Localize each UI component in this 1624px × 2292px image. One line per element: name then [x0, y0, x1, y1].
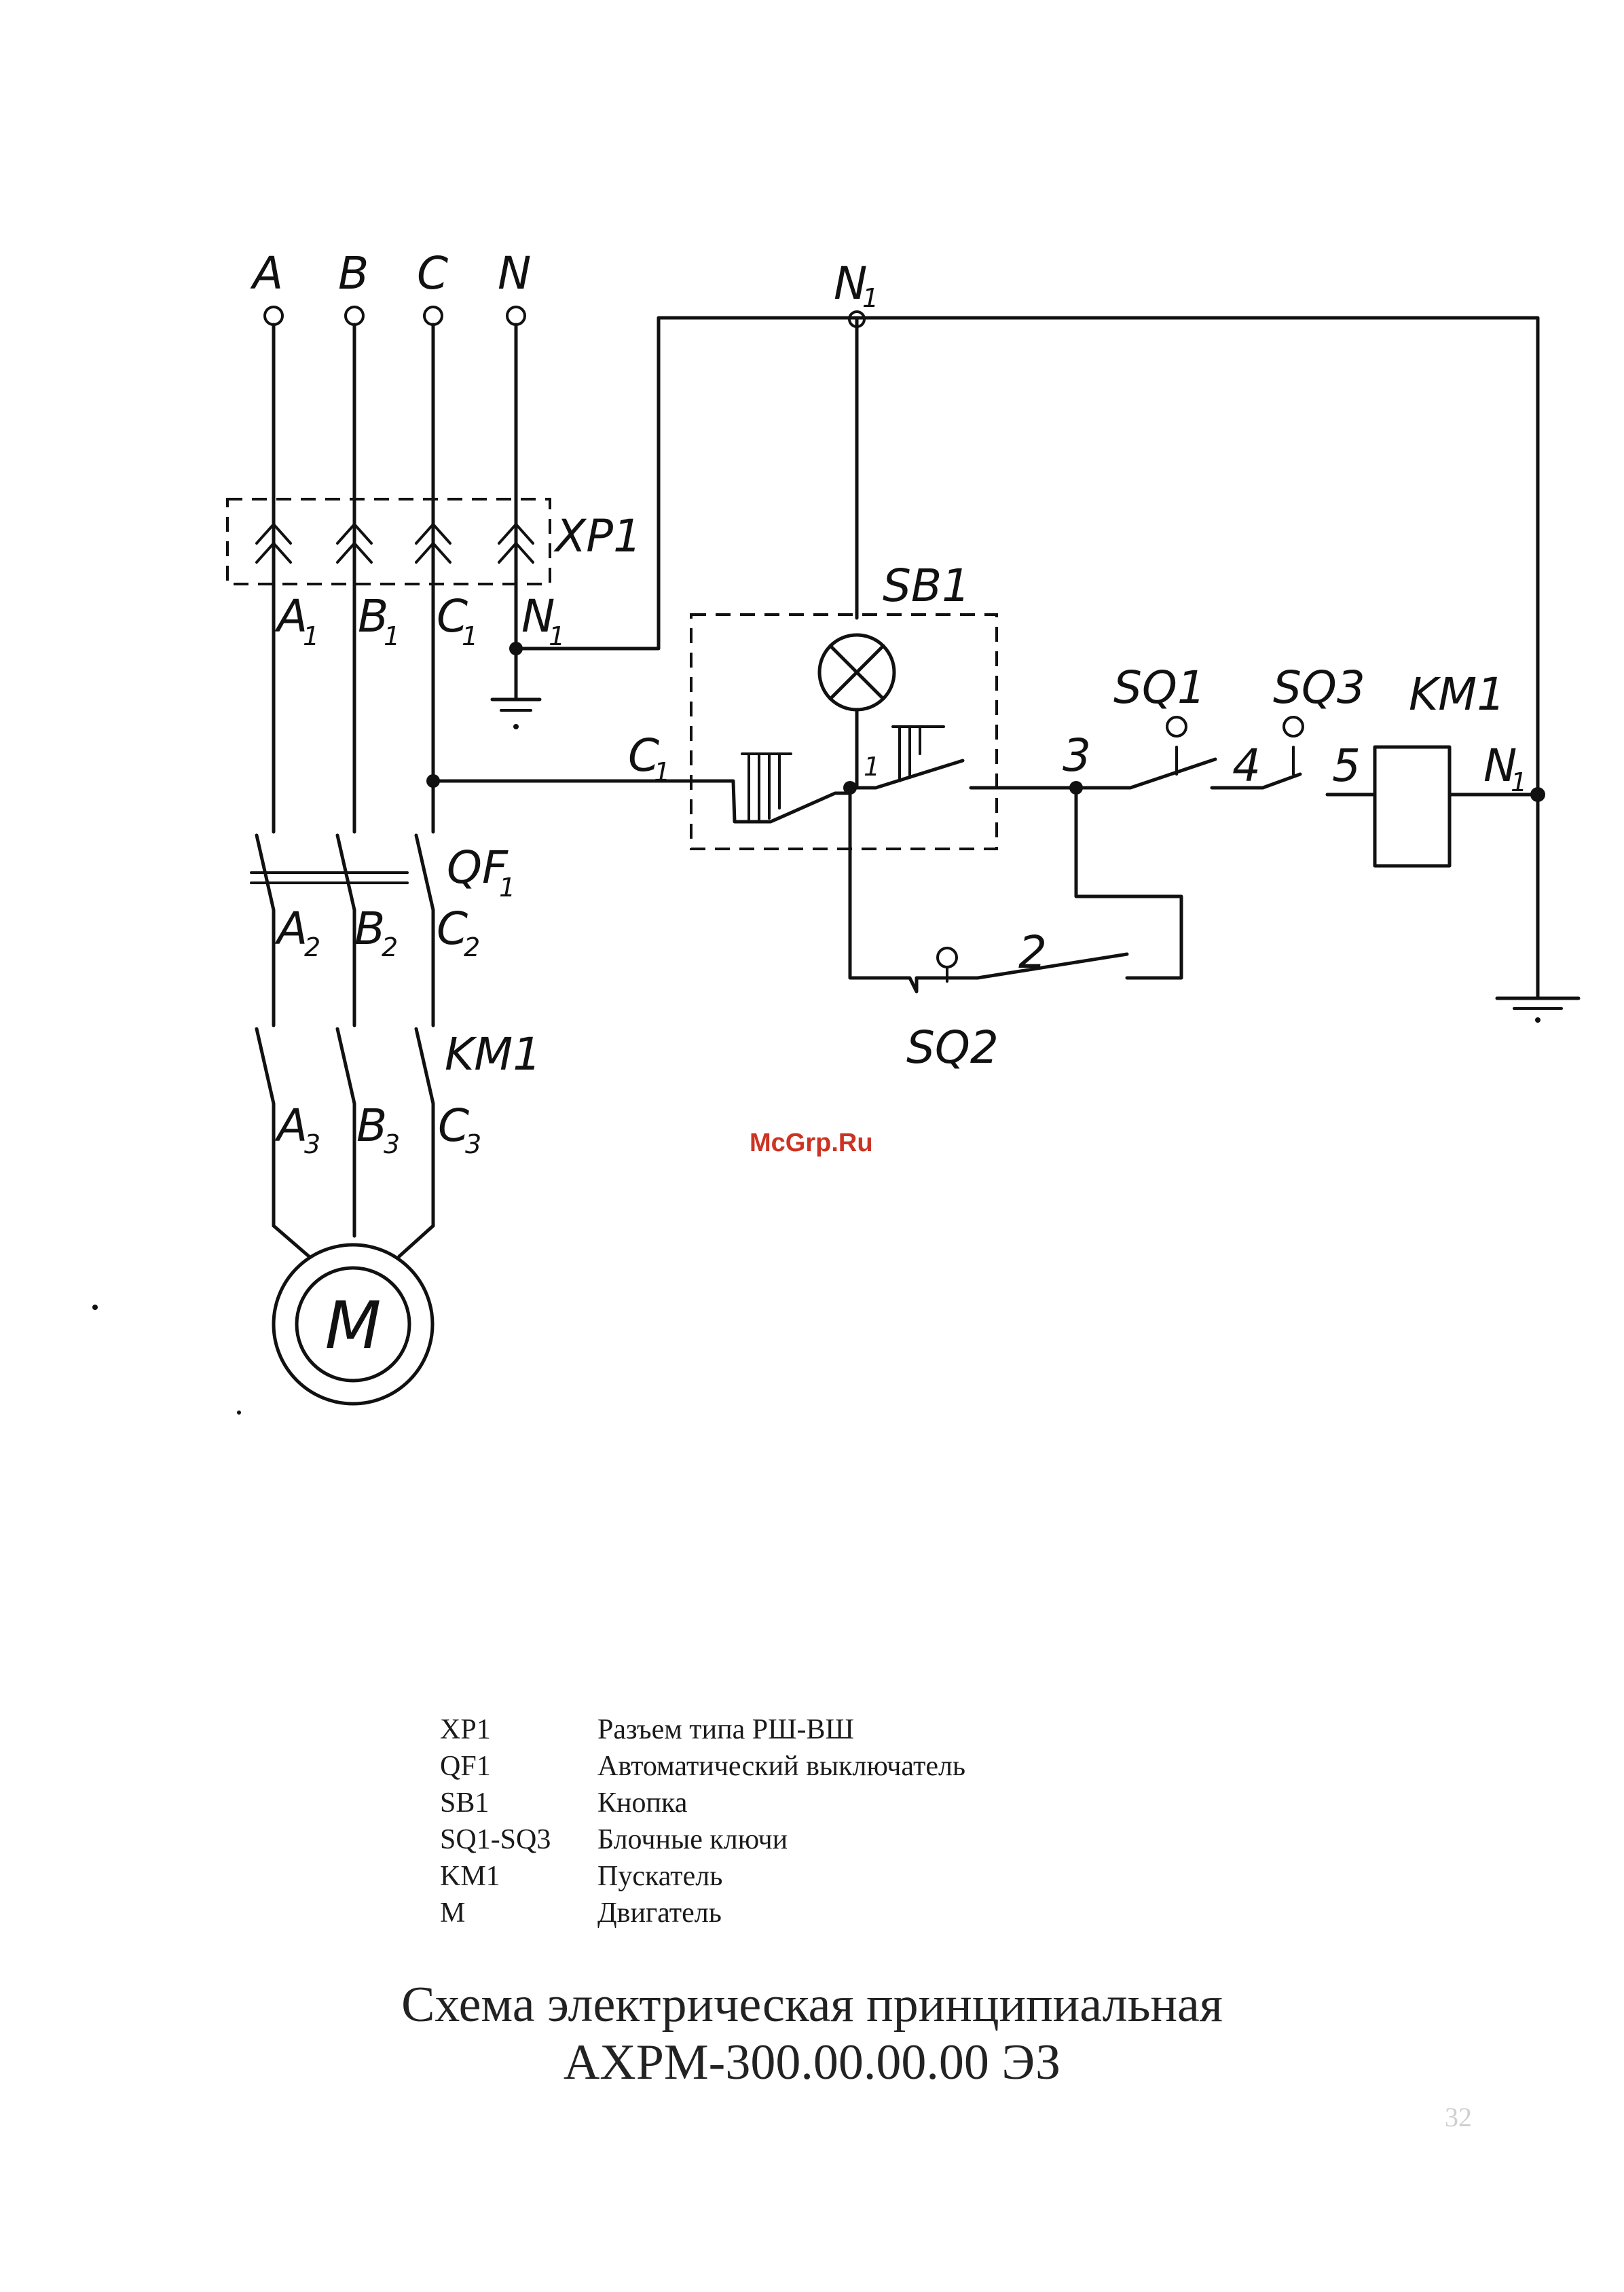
km1-out-b: B: [356, 1099, 387, 1152]
qf1-out-b-index: 2: [382, 932, 398, 962]
node-2-label: 2: [1018, 926, 1047, 979]
sq2-label: SQ2: [906, 1021, 999, 1074]
legend-code: M: [440, 1897, 465, 1929]
legend-code: XP1: [440, 1713, 491, 1746]
sb1-label: SB1: [883, 560, 970, 612]
km1-out-a: A: [274, 1099, 308, 1152]
coil-km1-icon: [1375, 747, 1450, 866]
xp1-out-a-index: 1: [303, 621, 319, 651]
junction-c1: [426, 774, 440, 788]
document-code: АХРМ-300.00.00.00 ЭЗ: [0, 2034, 1624, 2092]
node-5-label: 5: [1332, 740, 1361, 792]
sb1-in-c-index: 1: [654, 757, 670, 787]
km1-out-c-index: 3: [465, 1129, 481, 1159]
qf1-label-index: 1: [499, 873, 515, 903]
coil-km1-label: KM1: [1409, 668, 1505, 721]
xp1-out-n-index: 1: [549, 621, 565, 651]
km1-out-b-index: 3: [384, 1129, 400, 1159]
page-number: 32: [1445, 2101, 1472, 2133]
sq3-actuator-icon: [1284, 717, 1303, 736]
phase-label-a: A: [250, 247, 283, 299]
motor-label: M: [325, 1288, 382, 1364]
xp1-out-b-index: 1: [384, 621, 400, 651]
top-node-index: 1: [862, 283, 879, 313]
qf1-out-c-index: 2: [464, 932, 480, 962]
qf1-out-b: B: [354, 903, 385, 955]
sq1-label: SQ1: [1113, 661, 1206, 714]
km1-label: KM1: [445, 1028, 541, 1080]
terminal-b-icon: [346, 307, 363, 325]
legend-code: SQ1-SQ3: [440, 1823, 551, 1856]
sq1-actuator-icon: [1167, 717, 1186, 736]
qf1-out-a: A: [274, 903, 308, 955]
phase-label-n: N: [498, 247, 531, 299]
legend-description: Пускатель: [597, 1860, 722, 1893]
legend-description: Разъем типа РШ-ВШ: [597, 1713, 854, 1746]
legend-code: SB1: [440, 1787, 489, 1819]
phase-label-b: B: [338, 247, 369, 299]
limit-switch-sq2: SQ2 2: [850, 788, 1181, 1074]
junction-n1: [509, 642, 523, 655]
terminal-n-icon: [507, 307, 525, 325]
document-title: Схема электрическая принципиальная: [0, 1976, 1624, 2034]
starter-km1: KM1 A 3 B 3 C 3: [257, 1028, 541, 1236]
legend-description: Блочные ключи: [597, 1823, 788, 1856]
legend-description: Автоматический выключатель: [597, 1750, 965, 1783]
km1-out-a-index: 3: [304, 1129, 320, 1159]
sq3-label: SQ3: [1273, 661, 1365, 714]
legend-code: KM1: [440, 1860, 500, 1893]
xp1-out-c-index: 1: [462, 621, 478, 651]
phase-terminals: A B C N: [250, 247, 531, 325]
phase-label-c: C: [417, 247, 448, 299]
node-3-label: 3: [1063, 729, 1091, 782]
sq2-actuator-icon: [938, 948, 957, 967]
motor-m: M: [274, 1226, 433, 1404]
legend-code: QF1: [440, 1750, 491, 1783]
xp1-label: XP1: [553, 510, 642, 562]
phase-lines: [274, 318, 1538, 998]
button-sb1: SB1 C 1 1: [628, 560, 1076, 849]
terminal-a-icon: [265, 307, 282, 325]
node-1-label: 1: [864, 752, 880, 782]
breaker-qf1: QF 1 A 2 B 2 C 2: [251, 835, 515, 1025]
legend-description: Двигатель: [597, 1897, 722, 1929]
legend-description: Кнопка: [597, 1787, 687, 1819]
control-chain: SQ1 3 SQ3 4 5 KM1 N 1: [1063, 661, 1579, 1023]
qf1-out-a-index: 2: [304, 932, 320, 962]
coil-out-n-index: 1: [1511, 767, 1527, 797]
node-4-label: 4: [1232, 740, 1261, 792]
watermark: McGrp.Ru: [750, 1129, 873, 1158]
electrical-schematic: A B C N XP1 A 1 B: [0, 0, 1624, 1494]
terminal-c-icon: [424, 307, 442, 325]
